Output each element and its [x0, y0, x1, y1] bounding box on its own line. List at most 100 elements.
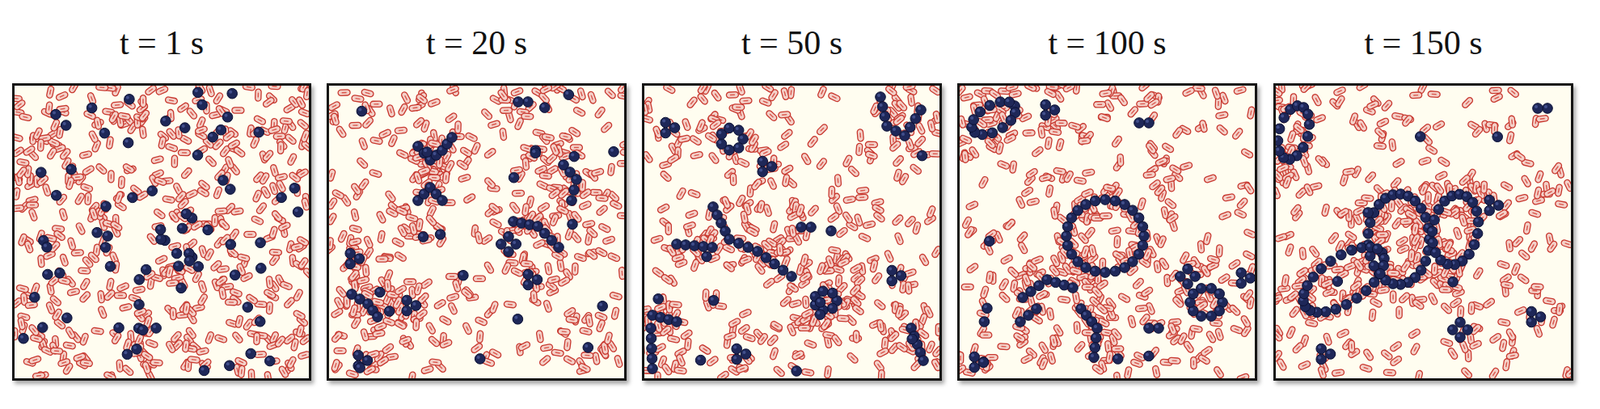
rod-particle [108, 170, 114, 183]
blue-particle [254, 316, 266, 328]
blue-particle [193, 87, 204, 98]
blue-particle [171, 248, 182, 259]
rod-particle [269, 249, 282, 256]
rod-body [32, 371, 46, 379]
bead-highlight [139, 326, 144, 330]
rod-particle [292, 309, 307, 321]
bead-body [134, 299, 145, 311]
rod-particle [329, 168, 337, 182]
bead-body [18, 333, 30, 344]
rod-stripe [109, 140, 110, 146]
rod-particle [613, 354, 623, 368]
rod-stripe [188, 363, 189, 368]
blue-particle [276, 192, 288, 203]
rod-particle [180, 166, 193, 180]
bead-body [54, 268, 66, 279]
bead-highlight [198, 101, 203, 106]
blue-particle [292, 206, 304, 218]
rod-particle [333, 347, 347, 354]
rod-particle [599, 121, 613, 134]
blue-particle [255, 237, 266, 249]
rod-particle [79, 150, 93, 160]
rod-stripe [75, 177, 81, 178]
rod-particle [237, 365, 245, 379]
rod-particle [113, 292, 127, 299]
blue-particle [134, 299, 145, 311]
bead-highlight [185, 257, 190, 262]
bead-highlight [63, 314, 68, 318]
bead-body [160, 116, 172, 127]
rod-stripe [257, 354, 263, 355]
rod-particle [284, 133, 298, 146]
blue-particle [218, 175, 229, 186]
rod-particle [37, 139, 44, 152]
rod-particle [268, 85, 281, 90]
bead-body [181, 208, 192, 220]
rod-particle [235, 315, 245, 329]
rod-particle [97, 290, 106, 304]
bead-body [124, 94, 136, 106]
rod-particle [26, 202, 39, 208]
bead-highlight [295, 208, 299, 212]
rod-particle [113, 190, 124, 205]
rod-particle [74, 192, 86, 207]
rod-particle [377, 230, 386, 244]
bead-body [256, 263, 267, 275]
rod-particle [109, 220, 124, 233]
bead-body [184, 256, 195, 267]
bead-highlight [157, 236, 161, 240]
particle-snapshot [14, 85, 309, 379]
bead-body [253, 126, 265, 138]
bead-highlight [291, 185, 295, 189]
rod-particle [78, 267, 91, 275]
blue-particle [18, 333, 30, 344]
rod-stripe [185, 343, 186, 349]
rod-particle [81, 164, 96, 177]
rod-particle [154, 254, 169, 266]
rod-particle [37, 254, 46, 268]
bead-body [50, 189, 62, 201]
bead-highlight [173, 250, 178, 254]
rod-particle [255, 88, 262, 102]
blue-particle [113, 322, 125, 334]
rod-particle [18, 113, 32, 122]
rod-stripe [346, 299, 347, 305]
rod-particle [279, 280, 294, 291]
rod-body [329, 197, 338, 211]
blue-particle [140, 264, 152, 275]
rod-stripe [110, 173, 111, 179]
blue-particle [122, 349, 133, 360]
rod-particle [164, 143, 179, 153]
bead-highlight [266, 358, 271, 362]
bead-highlight [102, 244, 106, 248]
blue-particle [99, 127, 110, 139]
rod-particle [116, 359, 123, 373]
rod-particle [67, 236, 76, 250]
rod-stripe [119, 363, 121, 369]
rod-particle [253, 114, 267, 127]
bead-body [131, 344, 143, 355]
bead-body [92, 227, 103, 238]
rod-particle [218, 218, 232, 232]
bead-body [202, 224, 214, 236]
rod-stripe [95, 330, 101, 332]
rod-particle [205, 85, 216, 98]
rod-particle [297, 108, 309, 119]
bead-highlight [227, 240, 231, 245]
rod-stripe [88, 196, 89, 202]
blue-particle [92, 227, 103, 238]
rod-stripe [273, 252, 279, 253]
rod-particle [296, 118, 309, 131]
rod-particle [63, 341, 76, 351]
rod-stripe [29, 304, 34, 306]
bead-highlight [181, 124, 186, 128]
bead-highlight [257, 239, 261, 243]
rod-particle [292, 288, 304, 303]
rod-particle [511, 189, 524, 197]
bead-highlight [152, 325, 157, 329]
rod-stripe [54, 350, 60, 352]
rod-particle [231, 331, 244, 345]
bead-highlight [247, 350, 251, 355]
rod-stripe [354, 283, 355, 289]
rod-particle [617, 160, 625, 167]
